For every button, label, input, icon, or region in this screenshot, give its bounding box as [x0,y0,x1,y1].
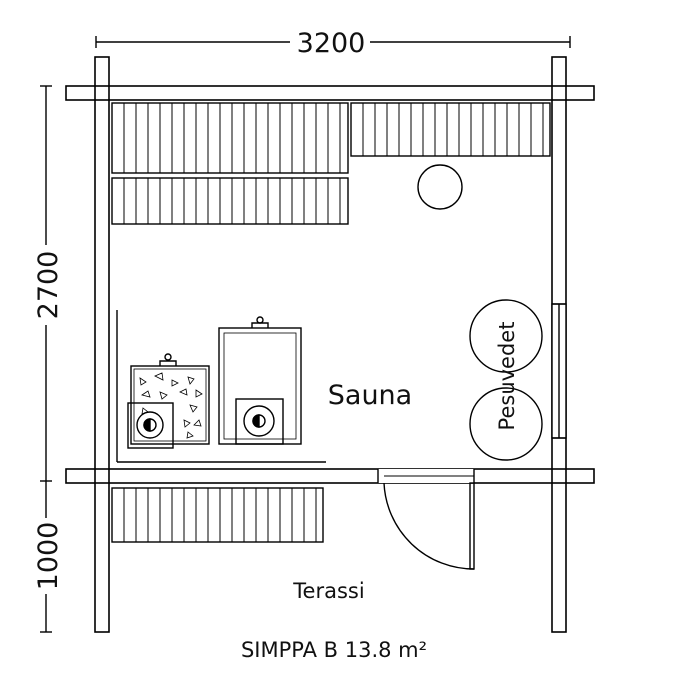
stove-protection [116,310,326,463]
bench-top-right [350,102,551,157]
bucket-icon [417,164,463,210]
sauna-room [108,99,553,470]
terrace-depth-label: 1000 [33,522,64,591]
terrace-label: Terassi [292,579,364,603]
washbasins-label: Pesuvedet [495,322,519,431]
stove-icon [127,353,210,449]
bench-lower [111,177,349,225]
terrace-bench [111,487,324,543]
sauna-label: Sauna [328,380,412,411]
window [551,303,567,439]
washbasins [469,299,543,461]
width-dimension-label: 3200 [297,28,366,59]
water-heater-icon [218,316,302,445]
bench-top-left [111,102,349,174]
plan-title: SIMPPA B 13.8 m² [241,638,427,662]
sauna-depth-label: 2700 [33,251,64,320]
door-icon [377,469,475,570]
